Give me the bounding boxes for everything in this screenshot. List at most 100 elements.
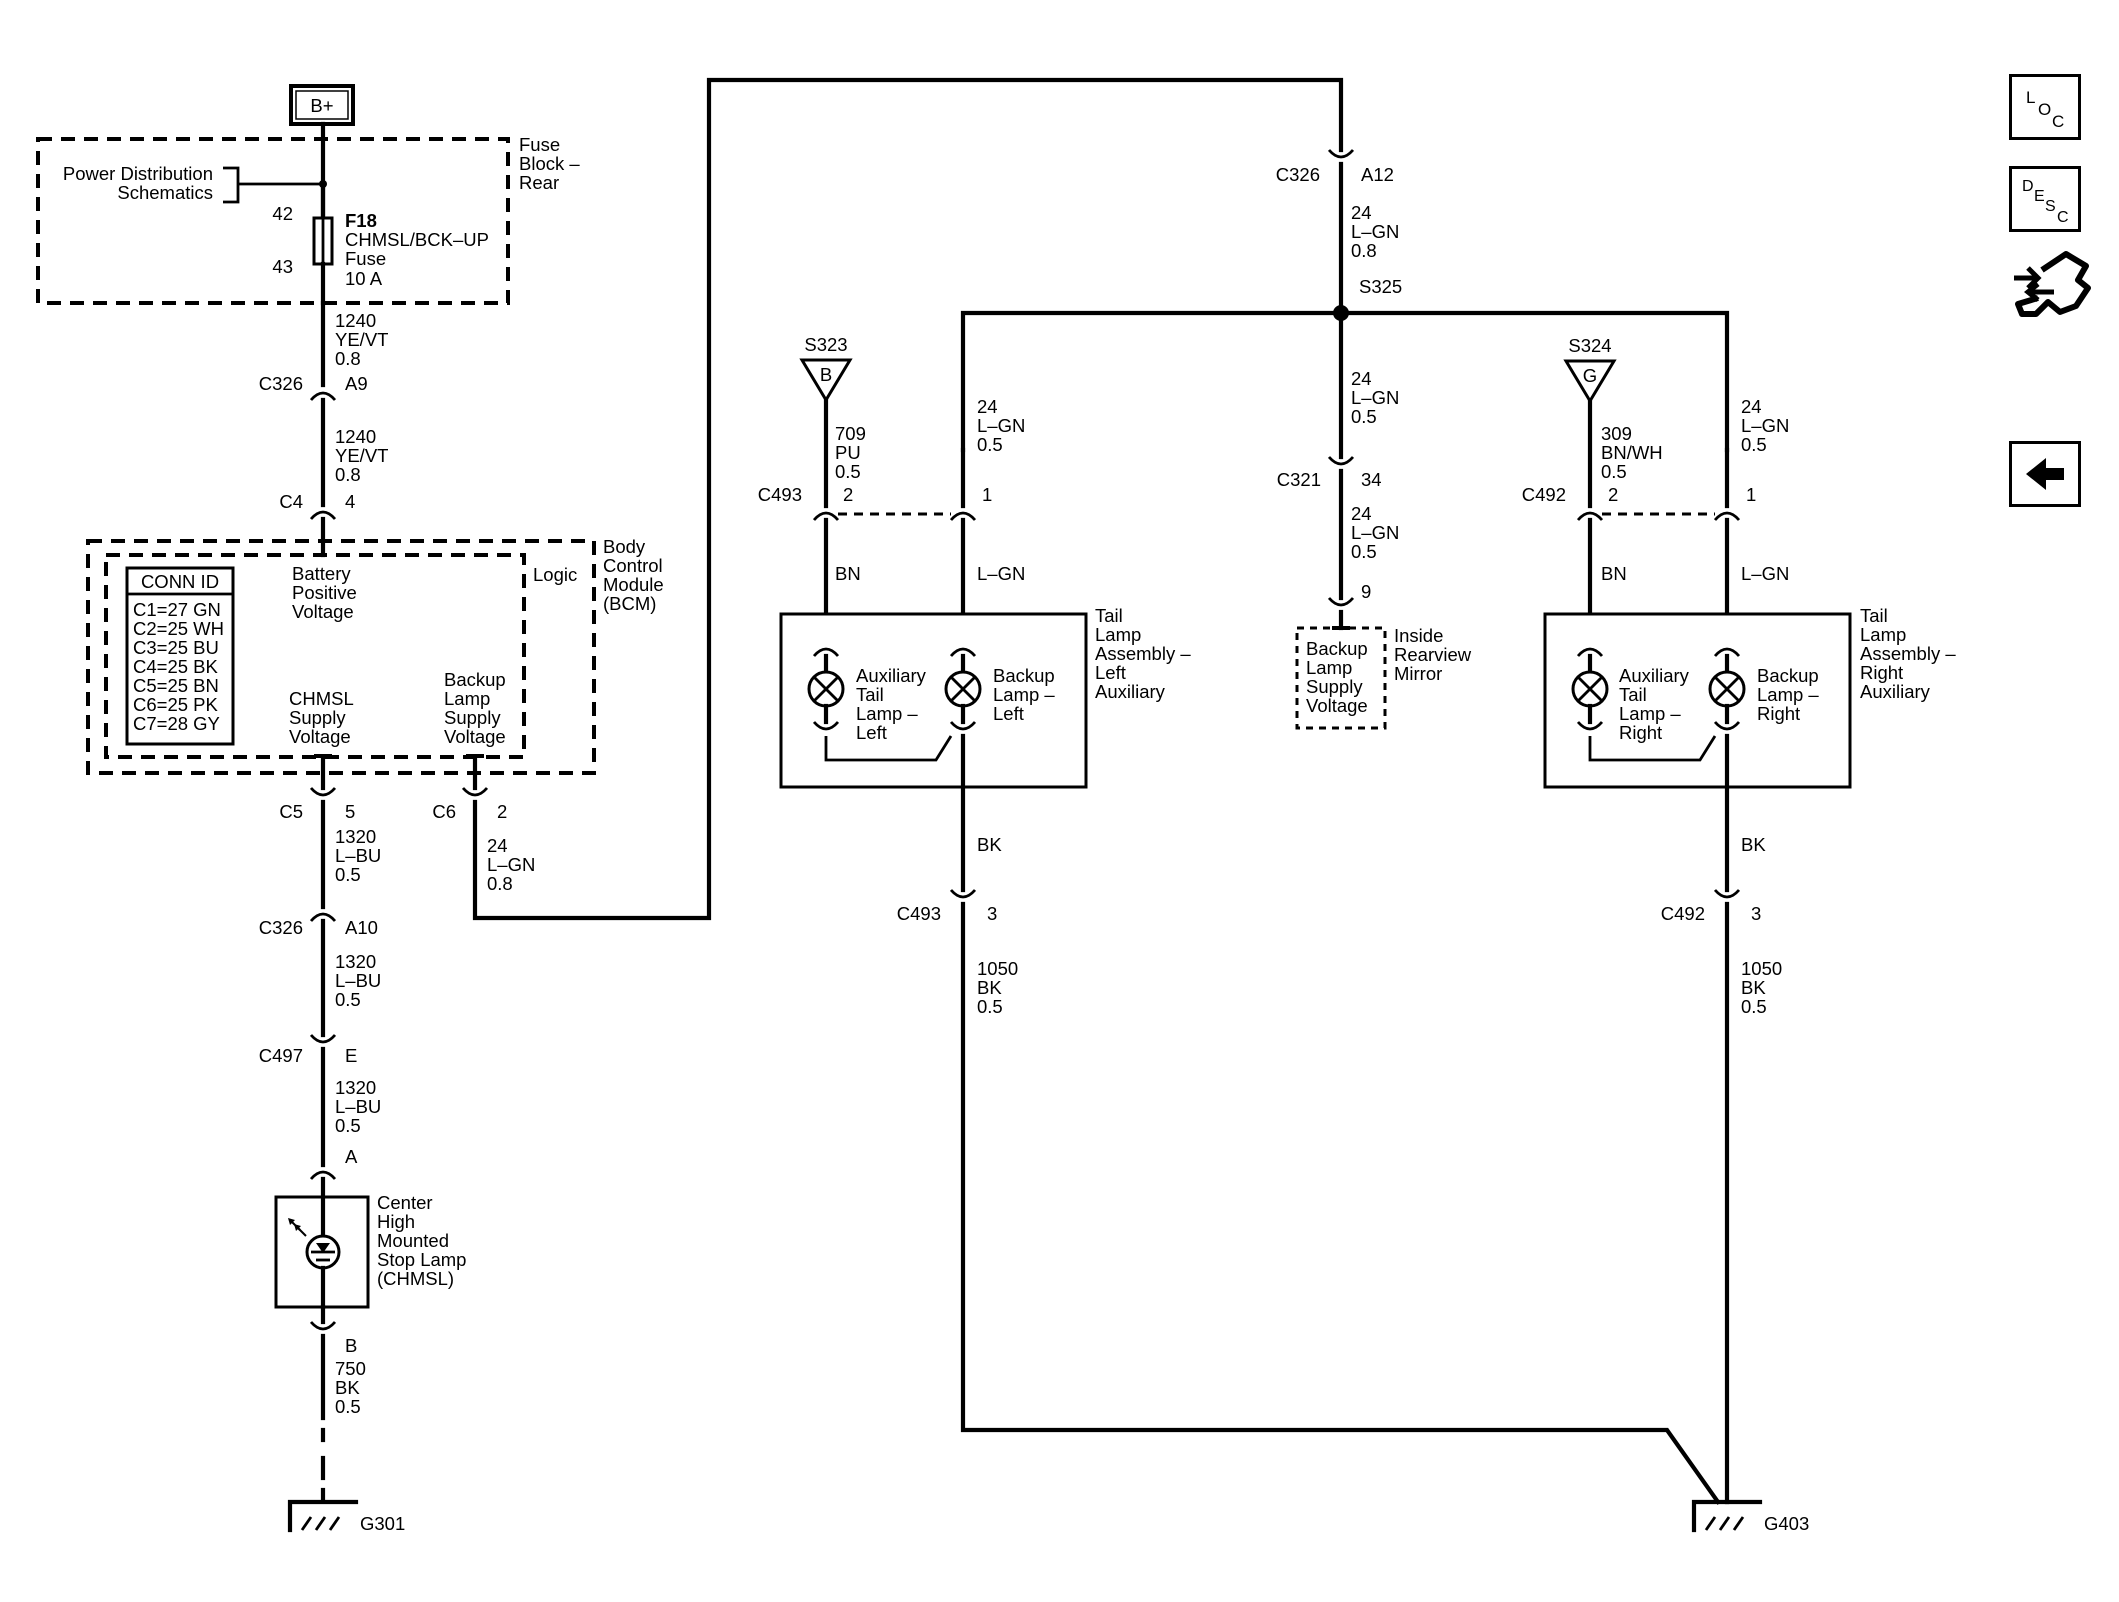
svg-text:Auxiliary: Auxiliary [1619, 665, 1690, 686]
svg-text:C326: C326 [259, 917, 303, 938]
svg-text:Power Distribution: Power Distribution [63, 163, 213, 184]
svg-text:Voltage: Voltage [289, 726, 351, 747]
svg-text:1240: 1240 [335, 426, 376, 447]
svg-text:C492: C492 [1522, 484, 1566, 505]
wire-709: 709 PU 0.5 [835, 423, 866, 482]
svg-text:Left: Left [993, 703, 1024, 724]
svg-text:Backup: Backup [993, 665, 1055, 686]
svg-text:709: 709 [835, 423, 866, 444]
body-control-module [86, 539, 596, 775]
svg-text:0.5: 0.5 [835, 461, 861, 482]
svg-text:0.5: 0.5 [977, 434, 1003, 455]
svg-text:24: 24 [977, 396, 998, 417]
description-icon: D E S C [2022, 178, 2069, 226]
bcm-chmsl-supply-voltage: CHMSL Supply Voltage [289, 688, 354, 747]
svg-text:C2=25 WH: C2=25 WH [133, 618, 224, 639]
svg-text:Tail: Tail [1619, 684, 1647, 705]
wire-lgn-right: L–GN [1741, 563, 1789, 584]
svg-text:C6: C6 [432, 801, 456, 822]
svg-text:S323: S323 [804, 334, 847, 355]
svg-text:G403: G403 [1764, 1513, 1809, 1534]
svg-text:1050: 1050 [1741, 958, 1782, 979]
svg-text:0.5: 0.5 [1351, 406, 1377, 427]
splice-s324: S324 G [1563, 335, 1617, 404]
wire-24-left: 24 L–GN 0.5 [977, 396, 1025, 455]
svg-text:0.8: 0.8 [335, 348, 361, 369]
wire-1050-left: 1050 BK 0.5 [977, 958, 1018, 1017]
ground-g403: G403 [1691, 1499, 1809, 1534]
svg-text:Lamp: Lamp [1306, 657, 1352, 678]
svg-text:Lamp: Lamp [444, 688, 490, 709]
bcm-logic-label: Logic [533, 564, 577, 585]
svg-text:24: 24 [1351, 503, 1372, 524]
ground-g301: G301 [287, 1499, 405, 1534]
svg-text:0.5: 0.5 [335, 1396, 361, 1417]
location-button[interactable]: L O C [2009, 74, 2081, 140]
svg-text:2: 2 [843, 484, 853, 505]
svg-text:A9: A9 [345, 373, 368, 394]
svg-text:C5=25 BN: C5=25 BN [133, 675, 219, 696]
connector-c6: C6 2 [432, 787, 507, 822]
svg-text:2: 2 [497, 801, 507, 822]
svg-text:Backup: Backup [1306, 638, 1368, 659]
svg-text:B: B [345, 1335, 357, 1356]
connector-chmsl-b: B [309, 1321, 357, 1356]
svg-text:4: 4 [345, 491, 355, 512]
svg-text:L–BU: L–BU [335, 845, 381, 866]
power-distribution-schematics-ref[interactable]: Power Distribution Schematics [63, 163, 327, 204]
svg-text:L–GN: L–GN [1351, 387, 1399, 408]
svg-text:Rear: Rear [519, 172, 559, 193]
inside-rearview-mirror [1295, 626, 1387, 730]
backup-lamp-left-label: Backup Lamp – Left [993, 665, 1055, 724]
svg-text:0.8: 0.8 [1351, 240, 1377, 261]
svg-text:Left: Left [1095, 662, 1126, 683]
wire-bk-right: BK [1741, 834, 1766, 855]
svg-text:C4: C4 [279, 491, 303, 512]
bcm-backup-lamp-supply-voltage: Backup Lamp Supply Voltage [444, 669, 506, 747]
svg-text:C326: C326 [259, 373, 303, 394]
svg-text:L–GN: L–GN [977, 415, 1025, 436]
svg-text:C492: C492 [1661, 903, 1705, 924]
svg-text:34: 34 [1361, 469, 1382, 490]
connector-plug-icon[interactable] [2008, 244, 2094, 336]
bcm-conn-id-table: CONN ID C1=27 GN C2=25 WH C3=25 BU C4=25… [125, 566, 235, 746]
svg-text:Lamp –: Lamp – [993, 684, 1055, 705]
wire-24-c6: 24 L–GN 0.8 [487, 835, 535, 894]
svg-text:1320: 1320 [335, 1077, 376, 1098]
svg-text:Supply: Supply [444, 707, 501, 728]
svg-text:A: A [345, 1146, 358, 1167]
svg-text:A10: A10 [345, 917, 378, 938]
svg-text:L: L [2026, 88, 2035, 107]
wire-750: 750 BK 0.5 [335, 1358, 366, 1417]
svg-text:BN/WH: BN/WH [1601, 442, 1663, 463]
wire-bk-left: BK [977, 834, 1002, 855]
svg-text:C5: C5 [279, 801, 303, 822]
svg-text:High: High [377, 1211, 415, 1232]
connector-c326-a10: C326 A10 [259, 912, 378, 938]
connector-c326-a12: C326 A12 [1276, 149, 1394, 185]
svg-text:C: C [2052, 112, 2064, 131]
svg-text:Mirror: Mirror [1394, 663, 1442, 684]
svg-text:3: 3 [1751, 903, 1761, 924]
svg-text:9: 9 [1361, 581, 1371, 602]
svg-text:S: S [2045, 198, 2056, 215]
svg-text:Auxiliary: Auxiliary [856, 665, 927, 686]
chmsl-label: Center High Mounted Stop Lamp (CHMSL) [377, 1192, 466, 1289]
chmsl-lamp [274, 1176, 370, 1310]
svg-text:1: 1 [1746, 484, 1756, 505]
svg-text:Battery: Battery [292, 563, 351, 584]
svg-text:Tail: Tail [1860, 605, 1888, 626]
description-button[interactable]: D E S C [2009, 166, 2081, 232]
svg-text:Control: Control [603, 555, 663, 576]
wire-bn-left: BN [835, 563, 861, 584]
svg-text:C1=27 GN: C1=27 GN [133, 599, 221, 620]
back-button[interactable] [2009, 441, 2081, 507]
tail-lamp-left-title: Tail Lamp Assembly – Left Auxiliary [1095, 605, 1191, 702]
svg-text:24: 24 [1741, 396, 1762, 417]
svg-text:Voltage: Voltage [444, 726, 506, 747]
svg-text:D: D [2022, 178, 2034, 195]
svg-text:1320: 1320 [335, 826, 376, 847]
svg-text:Fuse: Fuse [345, 248, 386, 269]
svg-text:0.5: 0.5 [1741, 434, 1767, 455]
wire-24-mid-a: 24 L–GN 0.5 [1351, 368, 1399, 427]
